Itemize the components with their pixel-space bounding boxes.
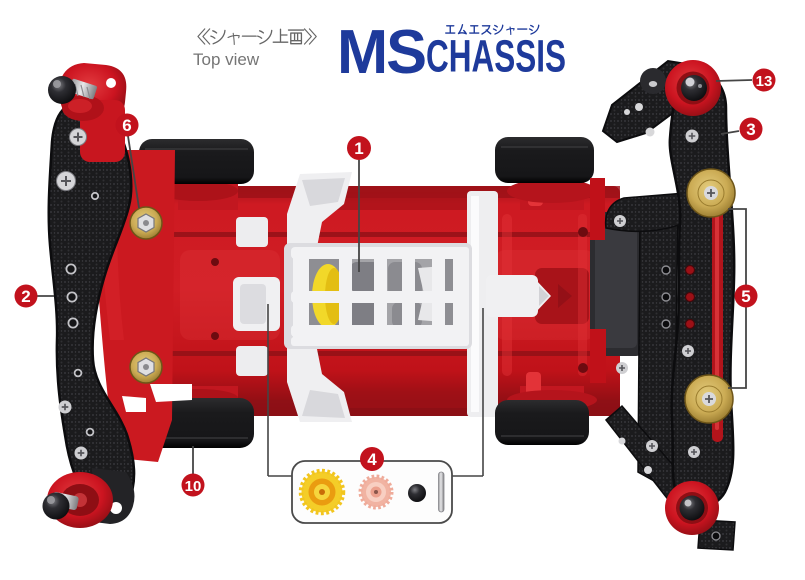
svg-text:10: 10 — [185, 478, 202, 495]
svg-text:13: 13 — [756, 73, 773, 90]
svg-text:CHASSIS: CHASSIS — [426, 32, 566, 82]
svg-text:1: 1 — [354, 139, 363, 158]
svg-text:3: 3 — [746, 120, 755, 139]
svg-text:4: 4 — [367, 450, 377, 469]
svg-text:5: 5 — [741, 287, 750, 306]
svg-text:Top view: Top view — [193, 50, 260, 69]
svg-text:MS: MS — [337, 18, 425, 87]
svg-text:6: 6 — [122, 116, 131, 135]
svg-text:2: 2 — [21, 287, 30, 306]
